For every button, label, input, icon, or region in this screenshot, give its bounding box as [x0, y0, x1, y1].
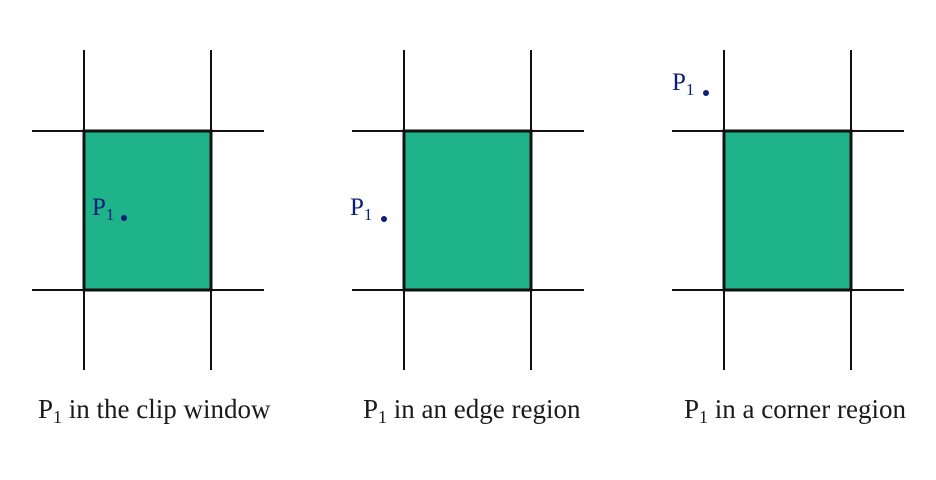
panel-caption: P1 in a corner region [684, 394, 906, 427]
point-marker [381, 216, 387, 222]
panel-corner-region: P1 P1 in a corner region [672, 50, 906, 427]
clip-window [722, 129, 853, 292]
point-label: P1 [92, 194, 114, 224]
clip-window [82, 129, 213, 292]
point-label: P1 [350, 194, 372, 224]
clip-window [402, 129, 533, 292]
panel-caption: P1 in an edge region [363, 394, 581, 427]
panel-caption: P1 in the clip window [38, 394, 271, 427]
panel-clip-window: P1 P1 in the clip window [32, 50, 271, 427]
point-marker [121, 215, 127, 221]
point-label: P1 [672, 69, 694, 99]
point-marker [703, 90, 709, 96]
panel-edge-region: P1 P1 in an edge region [350, 50, 584, 427]
